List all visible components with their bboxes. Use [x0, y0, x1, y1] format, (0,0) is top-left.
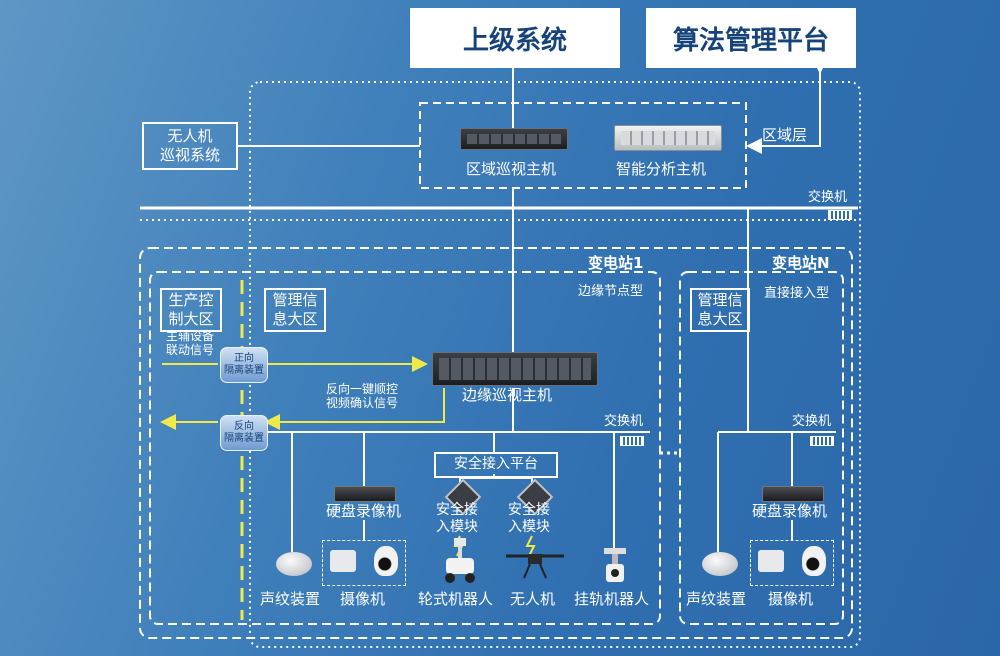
- device-label-acoustic-1: 声纹装置: [260, 590, 321, 608]
- nvr-device-n: [762, 486, 824, 502]
- ptz-camera-icon-n: [758, 550, 784, 572]
- device-label-camera-n: 摄像机: [768, 590, 814, 608]
- secure-access-platform[interactable]: 安全接入平台: [434, 452, 558, 478]
- bus-switch-label: 交换机: [808, 190, 848, 205]
- stationN-switch-icon: [810, 436, 834, 446]
- nvr-label-n: 硬盘录像机: [752, 502, 828, 520]
- station1-title: 变电站1: [588, 254, 644, 272]
- station1-switch-icon: [620, 436, 644, 446]
- station1-type: 边缘节点型: [578, 284, 644, 299]
- camera-group-1: [322, 540, 406, 586]
- device-label-acoustic-n: 声纹装置: [686, 590, 747, 608]
- acoustic-device-icon-1: [276, 552, 312, 576]
- station1-switch-label: 交换机: [604, 414, 644, 429]
- analysis-host-server: [614, 125, 722, 151]
- algorithm-platform-box[interactable]: 算法管理平台: [646, 8, 856, 68]
- stationN-type: 直接接入型: [764, 286, 830, 301]
- bus-switch-icon: [828, 210, 852, 220]
- device-label-drone: 无人机: [510, 590, 556, 608]
- upper-system-box[interactable]: 上级系统: [410, 8, 620, 68]
- nvr-label-1: 硬盘录像机: [326, 502, 402, 520]
- forward-isolation-device[interactable]: 正向 隔离装置: [220, 347, 268, 383]
- device-label-rail-robot: 挂轨机器人: [574, 590, 650, 608]
- management-info-zone-1: 管理信 息大区: [264, 288, 326, 332]
- device-label-camera-1: 摄像机: [340, 590, 386, 608]
- linkage-signal-label: 主辅设备 联动信号: [166, 329, 215, 358]
- camera-group-n: [750, 540, 834, 586]
- rail-robot-icon: [604, 548, 626, 582]
- management-info-zone-n: 管理信 息大区: [690, 288, 750, 332]
- ptz-camera-icon-1: [330, 550, 356, 572]
- dome-camera-icon-1: [374, 546, 398, 576]
- production-control-zone: 生产控 制大区: [160, 288, 222, 332]
- acoustic-device-icon-n: [702, 552, 738, 576]
- nvr-device-1: [334, 486, 396, 502]
- region-host-label: 区域巡视主机: [466, 160, 557, 178]
- drone-icon: [506, 554, 564, 579]
- edge-host-server: [432, 352, 598, 386]
- secure-module-label-1: 安全接 入模块: [436, 502, 478, 535]
- wheeled-robot-icon: [445, 538, 475, 583]
- reverse-isolation-device[interactable]: 反向 隔离装置: [220, 415, 268, 451]
- dome-camera-icon-n: [802, 546, 826, 576]
- region-layer-label: 区域层: [762, 126, 808, 144]
- device-label-wheeled-robot: 轮式机器人: [418, 590, 494, 608]
- uav-inspection-system-box[interactable]: 无人机 巡视系统: [142, 122, 238, 170]
- region-host-server: [460, 128, 568, 150]
- edge-host-label: 边缘巡视主机: [462, 386, 553, 404]
- secure-module-label-2: 安全接 入模块: [508, 502, 550, 535]
- analysis-host-label: 智能分析主机: [616, 160, 707, 178]
- reverse-signal-label: 反向一键顺控 视频确认信号: [326, 382, 399, 411]
- stationN-switch-label: 交换机: [792, 414, 832, 429]
- stationN-title: 变电站N: [772, 254, 830, 272]
